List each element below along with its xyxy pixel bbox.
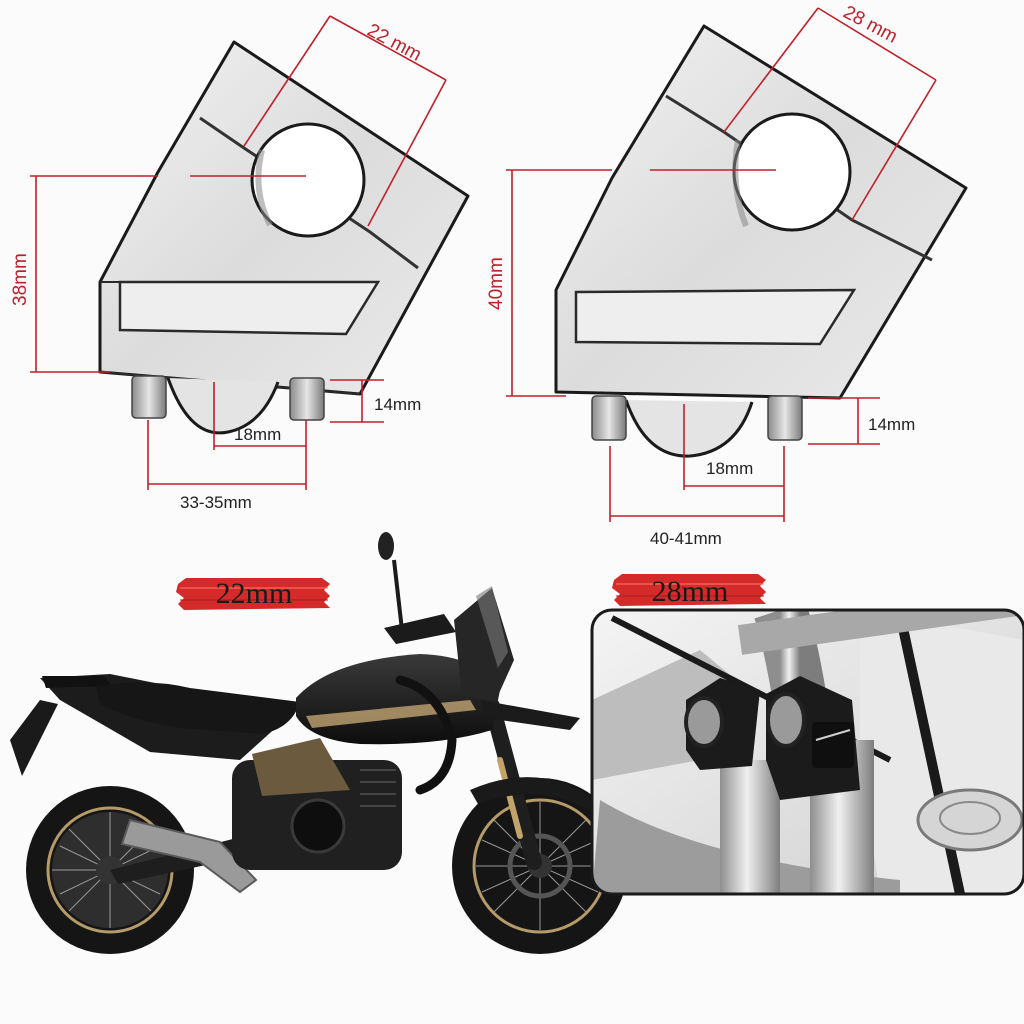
bolt-right (289, 377, 325, 421)
banner-22mm-text: 22mm (216, 577, 293, 610)
mirror (378, 532, 394, 560)
riser-bottom-arch (624, 399, 754, 458)
riser-side-band (574, 288, 857, 346)
left-height-label: 38mm (10, 253, 31, 306)
banner-22mm: 22mm (176, 577, 330, 610)
left-bolt-diameter-label: 18mm (234, 425, 281, 444)
bar-clamp-hole (732, 112, 852, 232)
riser-drawing-22mm (98, 40, 470, 435)
right-bar-diameter-label: 28 mm (840, 2, 901, 48)
bolt-left (591, 395, 627, 441)
seat (96, 682, 300, 734)
right-bolt-length-label: 14mm (868, 415, 915, 434)
motorcycle-illustration (10, 532, 628, 954)
left-bar-diameter-label: 22 mm (364, 20, 425, 66)
installed-photo-inset (590, 608, 1024, 896)
riser-bottom-arch (166, 377, 280, 435)
dimensions-22mm (30, 15, 447, 490)
banner-28mm-text: 28mm (652, 575, 729, 608)
riser-drawing-28mm (554, 24, 968, 458)
banner-28mm: 28mm (612, 574, 766, 608)
right-height-label: 40mm (486, 257, 507, 310)
right-bolt-diameter-label: 18mm (706, 459, 753, 478)
left-bolt-spacing-label: 33-35mm (180, 493, 252, 512)
bar-clamp-hole (250, 122, 366, 238)
dimensions-28mm (506, 7, 937, 522)
bolt-left (131, 375, 167, 419)
riser-side-band (118, 280, 381, 336)
left-bolt-length-label: 14mm (374, 395, 421, 414)
right-bolt-spacing-label: 40-41mm (650, 529, 722, 548)
bolt-right (767, 395, 803, 441)
